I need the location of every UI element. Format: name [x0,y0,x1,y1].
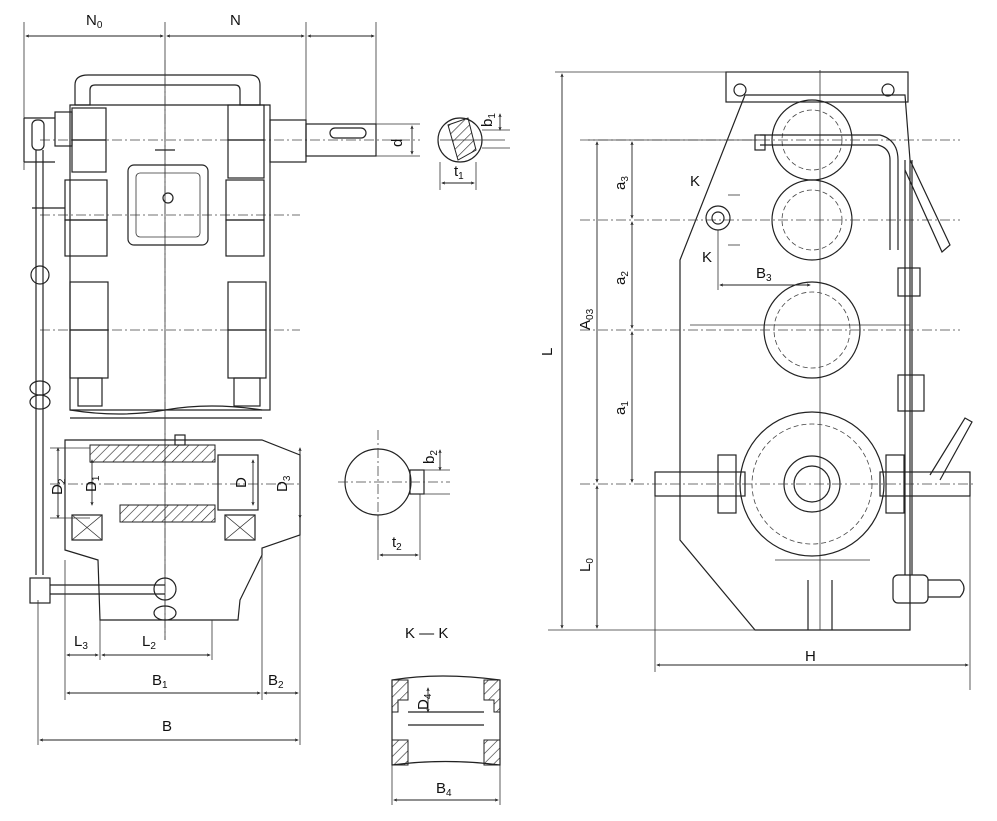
label-b1: B1 [152,672,168,691]
label-h: H [805,648,816,665]
label-l: L [539,348,556,356]
label-b4: B4 [436,780,452,799]
label-n0: N0 [86,12,103,31]
label-section-k-k: K — K [405,625,448,642]
label-a03: A03 [577,308,596,330]
label-d: D [233,477,250,488]
front-view [548,70,975,690]
label-b2: B2 [268,672,284,691]
label-l3: L3 [74,633,88,652]
label-t1: t1 [454,163,464,182]
top-view [23,22,420,745]
section-k-k [391,675,501,805]
dimension-labels: N0 N d b1 t1 b2 t2 D2 D1 D D3 L3 L2 B1 B… [49,12,816,799]
label-k-top: K [690,173,700,190]
label-l2: L2 [142,633,156,652]
label-d: d [389,139,406,147]
label-b: B [162,718,172,735]
label-a3: a3 [612,176,631,190]
keyway-detail-lower [338,430,450,560]
keyway-detail-upper [437,114,510,190]
label-d3: D3 [274,475,293,492]
label-b2: b2 [421,450,440,464]
label-d4: D4 [415,693,434,710]
label-b1: b1 [479,113,498,127]
label-d1: D1 [83,475,102,492]
label-b3: B3 [756,265,772,284]
label-l0: L0 [577,558,596,572]
label-n: N [230,12,241,29]
label-k-bottom: K [702,249,712,266]
label-t2: t2 [392,534,402,553]
label-a1: a1 [612,401,631,415]
label-a2: a2 [612,271,631,285]
label-d2: D2 [49,478,68,495]
